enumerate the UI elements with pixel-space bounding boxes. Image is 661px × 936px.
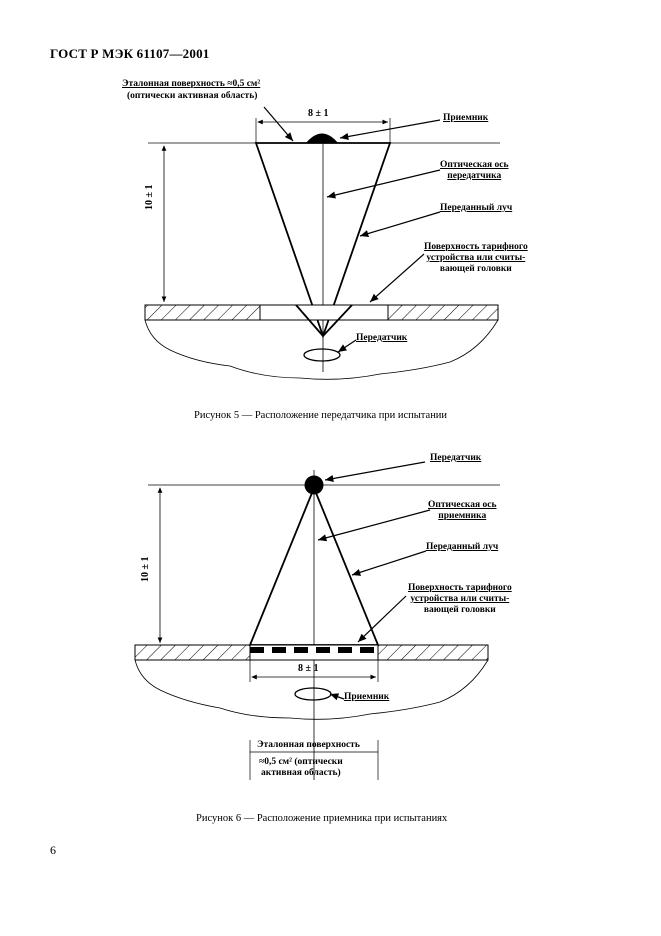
fig6-width-label: 8 ± 1 bbox=[298, 663, 319, 674]
fig6-device-body-outline bbox=[134, 659, 489, 720]
document-header: ГОСТ Р МЭК 61107—2001 bbox=[50, 46, 210, 61]
fig5-transmitter-ellipse bbox=[303, 348, 341, 362]
fig5-width-label: 8 ± 1 bbox=[308, 108, 329, 119]
fig5-receiver-label: Приемник bbox=[443, 113, 489, 123]
fig6-receiver-label: Приемник bbox=[344, 692, 390, 702]
fig5-device-body-outline bbox=[144, 319, 499, 380]
fig5-beam-label: Переданный луч bbox=[440, 203, 513, 213]
fig6-beam-label: Переданный луч bbox=[426, 542, 499, 552]
fig5-ref-surface-label: Эталонная поверхность ≈0,5 см² bbox=[122, 79, 261, 89]
fig6-height-label: 10 ± 1 bbox=[140, 556, 151, 583]
fig6-ref-surface-title: Эталонная поверхность bbox=[257, 740, 360, 750]
fig5-ref-surface-sublabel: (оптически активная область) bbox=[127, 91, 258, 101]
page-number: 6 bbox=[50, 843, 56, 857]
figure-5-caption: Рисунок 5 — Расположение передатчика при… bbox=[194, 410, 448, 421]
fig6-receiver-strip bbox=[250, 647, 374, 653]
figure-6-caption: Рисунок 6 — Расположение приемника при и… bbox=[196, 813, 448, 824]
fig5-transmitter-label: Передатчик bbox=[356, 333, 408, 343]
fig6-transmitter-label: Передатчик bbox=[430, 453, 482, 463]
fig5-height-label: 10 ± 1 bbox=[144, 184, 155, 211]
fig5-receiver-dome bbox=[306, 133, 338, 143]
fig6-receiver-ellipse bbox=[294, 687, 332, 701]
